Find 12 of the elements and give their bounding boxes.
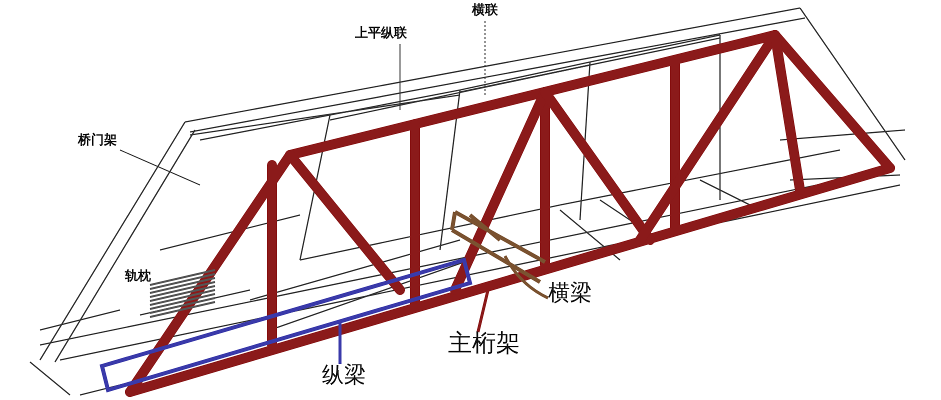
leader-line	[504, 255, 549, 300]
part-label: 纵梁	[322, 364, 366, 388]
part-label: 横梁	[548, 282, 592, 306]
leader-line	[338, 322, 342, 364]
part-label: 横联	[472, 4, 498, 18]
leader-line	[120, 150, 200, 186]
leader-line	[484, 20, 486, 96]
leader-line	[476, 290, 490, 332]
part-label: 桥门架	[78, 134, 117, 148]
part-label: 主桁架	[448, 330, 520, 356]
part-label: 轨枕	[125, 270, 151, 284]
part-label: 上平纵联	[355, 27, 407, 42]
